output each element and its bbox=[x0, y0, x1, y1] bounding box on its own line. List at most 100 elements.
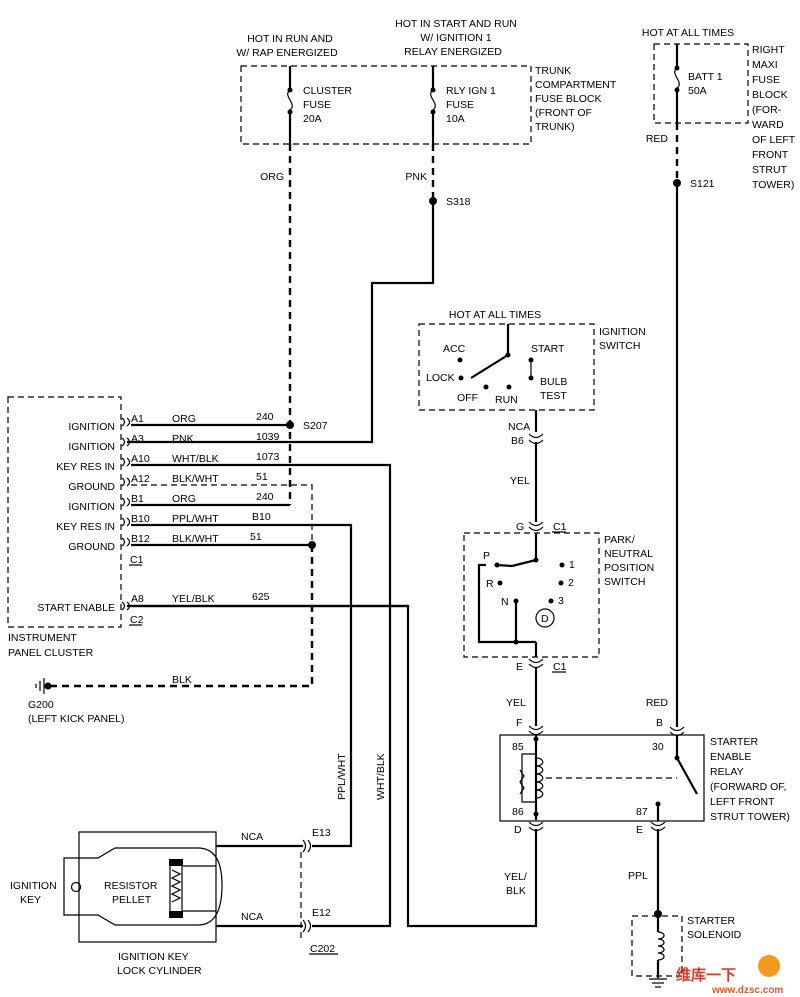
watermark: 维库一下 www.dzsc.com bbox=[676, 955, 783, 996]
trunk-label-2: FUSE BLOCK bbox=[535, 93, 602, 105]
relay-suppression-leg bbox=[521, 753, 536, 803]
cluster-circuit: 51 bbox=[256, 471, 268, 483]
pnp-1-contact bbox=[559, 562, 565, 568]
g-connector-upper bbox=[528, 521, 544, 527]
pnp-p-label: P bbox=[483, 550, 490, 562]
cluster-wire-color: PPL/WHT bbox=[172, 513, 219, 525]
cluster-pin-id: B10 bbox=[131, 513, 150, 525]
pnp-pivot bbox=[533, 557, 539, 563]
cluster-pin-id: B12 bbox=[131, 533, 150, 545]
ign-run-contact bbox=[506, 384, 512, 390]
relay-coil-symbol bbox=[535, 757, 544, 799]
e13-connector-left bbox=[302, 839, 307, 853]
ign-hot-label: HOT AT ALL TIMES bbox=[449, 309, 541, 321]
maxi-fuse-block-label: RIGHT MAXI FUSE BLOCK (FOR- WARD OF LEFT… bbox=[752, 44, 796, 191]
pnp-d-label: D bbox=[541, 613, 549, 625]
cluster-label-0: INSTRUMENT bbox=[8, 632, 77, 644]
maxi-label-0: RIGHT bbox=[752, 44, 785, 56]
cluster-wire-color: BLK/WHT bbox=[172, 533, 219, 545]
s318-label: S318 bbox=[446, 196, 471, 208]
relay-contact-blade bbox=[676, 757, 698, 795]
s121-label: S121 bbox=[690, 178, 715, 190]
yel-blk-label-1: YEL/ bbox=[504, 871, 527, 883]
e13-connector-right bbox=[307, 839, 312, 853]
maxi-label-5: WARD bbox=[752, 119, 784, 131]
hot-run-line-1: HOT IN RUN AND bbox=[247, 33, 333, 45]
relay-85-node bbox=[533, 736, 539, 742]
cluster-row-b12: GROUND B12 BLK/WHT 51 bbox=[68, 531, 262, 553]
trunk-fuse-block-box bbox=[240, 65, 532, 145]
s207-splice bbox=[286, 421, 294, 429]
cluster-pin-id: A1 bbox=[131, 413, 144, 425]
cluster-circuit: B10 bbox=[252, 511, 271, 523]
cluster-row-a3: IGNITION A3 PNK 1039 bbox=[68, 431, 279, 453]
pnk-wire-label: PNK bbox=[405, 171, 427, 183]
cluster-label-1: PANEL CLUSTER bbox=[8, 647, 94, 659]
ign-bulb-label: BULB bbox=[540, 376, 567, 388]
f-label: F bbox=[516, 717, 522, 729]
cluster-fuse-word: FUSE bbox=[303, 99, 331, 111]
relay-pin-86: 86 bbox=[512, 806, 524, 818]
ign-acc-label: ACC bbox=[443, 343, 466, 355]
hot-run-line-2: W/ RAP ENERGIZED bbox=[236, 47, 338, 59]
e12-nca-label: NCA bbox=[241, 911, 263, 923]
f-connector-lower bbox=[528, 730, 544, 736]
cluster-pin-id: A12 bbox=[131, 473, 150, 485]
relay-pin-30: 30 bbox=[652, 741, 664, 753]
cluster-pin-name: IGNITION bbox=[68, 501, 115, 513]
g-label: G bbox=[516, 521, 524, 533]
ign-switch-pivot bbox=[505, 352, 511, 358]
e12-connector-left bbox=[302, 919, 307, 933]
ign-run-label: RUN bbox=[495, 394, 518, 406]
d-connector-upper bbox=[528, 821, 544, 827]
cluster-circuit: 240 bbox=[256, 411, 274, 423]
ignition-key-outline bbox=[63, 847, 223, 926]
blk-ground-wire bbox=[48, 545, 314, 688]
relay-label-1: ENABLE bbox=[710, 751, 751, 763]
ppl-wht-vertical-label: PPL/WHT bbox=[336, 753, 348, 800]
relay-label: STARTER ENABLE RELAY (FORWARD OF, LEFT F… bbox=[710, 736, 790, 823]
g-connector-lower bbox=[528, 526, 544, 532]
hot-start-line-2: W/ IGNITION 1 bbox=[420, 32, 491, 44]
g200-label: G200 bbox=[28, 699, 54, 711]
cluster-pin-rows: IGNITION A1 ORG 240 IGNITION A3 PNK 1039… bbox=[56, 411, 279, 553]
cluster-connector-arcs bbox=[121, 417, 131, 611]
trunk-label-4: TRUNK) bbox=[535, 121, 575, 133]
pnp-blade bbox=[511, 558, 537, 568]
c1-g-label: C1 bbox=[553, 521, 567, 533]
s207-label: S207 bbox=[303, 420, 328, 432]
pnp-3-label: 3 bbox=[558, 595, 564, 607]
e-relay-label: E bbox=[636, 824, 643, 836]
cluster-row-b1: IGNITION B1 ORG 240 bbox=[68, 491, 273, 513]
yel-wire-label-upper: YEL bbox=[510, 475, 530, 487]
pnp-d-ring bbox=[535, 608, 555, 628]
cluster-pin-name: KEY RES IN bbox=[56, 521, 115, 533]
cluster-fuse-rating: 20A bbox=[303, 113, 322, 125]
relay-86-node bbox=[533, 811, 539, 817]
cluster-box bbox=[7, 396, 122, 628]
lock-cyl-label-1: LOCK CYLINDER bbox=[117, 965, 202, 977]
cluster-pin-name: GROUND bbox=[68, 481, 115, 493]
pnp-2-contact bbox=[558, 580, 564, 586]
pnp-switch-box bbox=[463, 532, 600, 658]
ign-switch-label-0: IGNITION bbox=[599, 326, 646, 338]
pnp-3-contact bbox=[548, 598, 554, 604]
cluster-pin-name: KEY RES IN bbox=[56, 461, 115, 473]
e-label: E bbox=[516, 661, 523, 673]
maxi-label-8: STRUT bbox=[752, 164, 788, 176]
pnp-n-label: N bbox=[501, 596, 509, 608]
pnp-p-output-loop bbox=[477, 563, 536, 644]
cluster-pin-id: A3 bbox=[131, 433, 144, 445]
ign-test-label: TEST bbox=[540, 390, 567, 402]
cluster-c1-label: C1 bbox=[130, 554, 144, 566]
cluster-circuit: 51 bbox=[250, 531, 262, 543]
rly-fuse-rating: 10A bbox=[446, 113, 465, 125]
start-enable-color: YEL/BLK bbox=[172, 593, 215, 605]
maxi-label-1: MAXI bbox=[752, 59, 778, 71]
resistor-symbol bbox=[170, 869, 182, 903]
maxi-label-3: BLOCK bbox=[752, 89, 788, 101]
pnk-wire-to-a3 bbox=[127, 201, 435, 444]
c202-label: C202 bbox=[310, 943, 335, 955]
maxi-label-6: OF LEFT bbox=[752, 134, 796, 146]
pnp-label-1: NEUTRAL bbox=[604, 548, 653, 560]
